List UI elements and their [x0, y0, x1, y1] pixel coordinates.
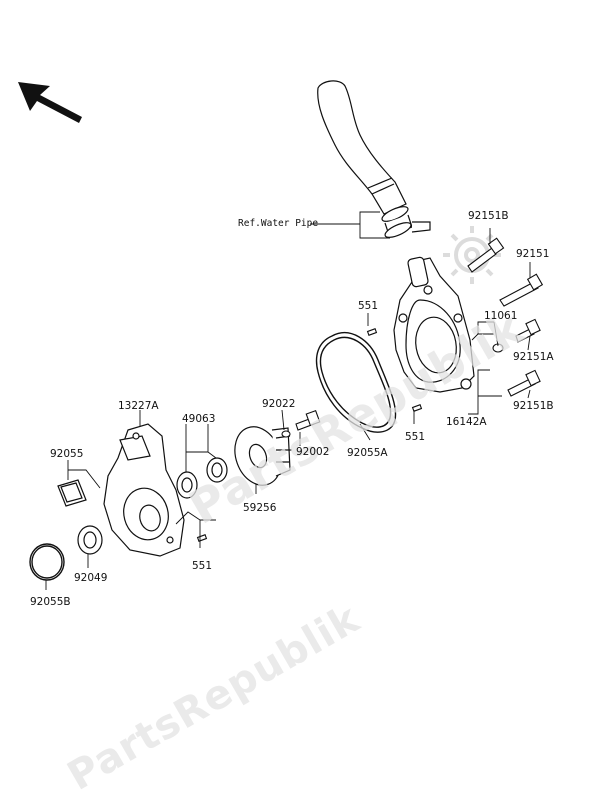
label-551-top: 551: [358, 300, 379, 312]
label-92055B: 92055B: [30, 596, 71, 608]
label-92002: 92002: [296, 446, 330, 458]
oil-seal-92049: [77, 525, 103, 555]
label-13227A: 13227A: [118, 400, 159, 412]
label-ref-water-pipe: Ref.Water Pipe: [238, 218, 319, 229]
label-16142A: 16142A: [446, 416, 487, 428]
label-92055A: 92055A: [347, 447, 388, 459]
pump-housing: [103, 423, 185, 557]
water-pipe-hose: [317, 80, 431, 238]
o-ring-92055B: [29, 543, 65, 581]
pump-cover: [393, 256, 475, 393]
label-92022: 92022: [262, 398, 296, 410]
label-49063: 49063: [182, 413, 216, 425]
label-11061: 11061: [484, 310, 518, 322]
label-92151: 92151: [516, 248, 550, 260]
label-59256: 59256: [243, 502, 277, 514]
label-92049: 92049: [74, 572, 108, 584]
label-551-mid: 551: [405, 431, 426, 443]
leader-lines: [45, 211, 531, 590]
impeller: [234, 426, 292, 486]
label-551-bottom: 551: [192, 560, 213, 572]
label-92055: 92055: [50, 448, 84, 460]
label-92151B-top: 92151B: [468, 210, 509, 222]
label-92151B-bottom: 92151B: [513, 400, 554, 412]
o-ring-92055A: [315, 331, 397, 433]
gasket-92055: [57, 479, 87, 507]
seal-49063: [176, 457, 228, 499]
direction-arrow-icon: [18, 82, 82, 123]
label-92151A: 92151A: [513, 351, 554, 363]
